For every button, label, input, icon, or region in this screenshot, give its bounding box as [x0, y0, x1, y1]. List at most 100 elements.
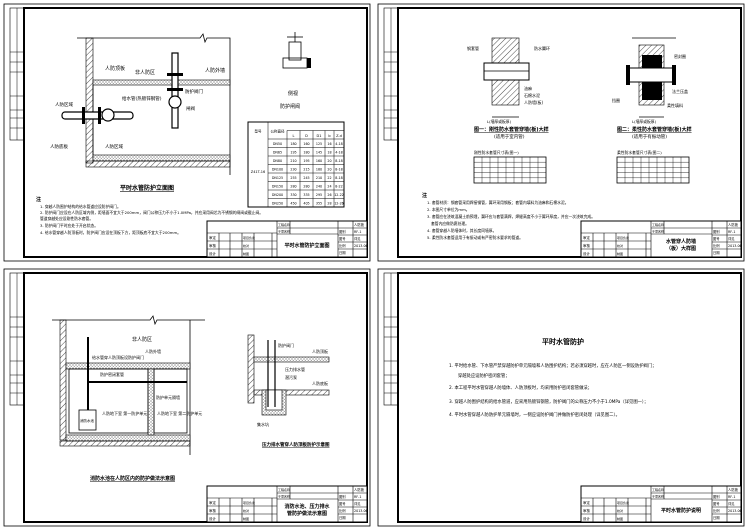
unit-partition-wall — [147, 368, 155, 436]
wall-outline — [77, 33, 231, 175]
title-block-value: 人防施 — [728, 487, 739, 492]
label: 法兰压盖 — [672, 88, 688, 94]
sheet-title: 消防水池、压力排水管防护做法示意图 — [284, 503, 330, 517]
table-cell: 215 — [303, 168, 309, 172]
sheet-sleeve-details: 钢套管 防水翼环 油麻 石棉水泥 人防墙(板) L(墙厚或板厚) 图一：刚性防水… — [377, 3, 745, 262]
table-border — [616, 156, 690, 184]
table-header: 公称直径 — [271, 129, 285, 134]
label-pipe-note: 给水管(热镀锌钢管) — [122, 95, 162, 102]
notes: 注 1. 套管材质：钢套管采用焊接钢管，翼环采用钢板；套管内填料为油麻和石棉水泥… — [422, 192, 595, 240]
title-block-value: 详见 — [354, 501, 361, 506]
table-header: D1 — [317, 134, 322, 138]
note-line: 2. 本图尺寸单位为mm。 — [427, 207, 470, 212]
title-block-label: 制图 — [617, 251, 623, 256]
drawing1-title: 消防水池在人防区内的防护做法示意图 — [90, 475, 175, 482]
sleeve — [628, 67, 675, 83]
title-block-label: 子项名称 — [652, 494, 664, 499]
title-block-value: RF-1 — [728, 230, 735, 234]
label-non-civil: 非人防区 — [132, 336, 152, 343]
table-cell: 16 — [327, 142, 331, 146]
title-block-label: 比例 — [713, 243, 720, 248]
flexible-sleeve-table — [616, 156, 690, 184]
drawing2-title: 压力排水管穿人防顶板防护示意图 — [262, 441, 330, 448]
label: 密封圈 — [674, 53, 686, 59]
table-cell: 335 — [303, 193, 309, 197]
table-cell: 8-18 — [335, 168, 342, 172]
table-cell: 255 — [290, 176, 296, 180]
title-block-label: 图别 — [713, 229, 720, 234]
sheet-title: 平时水管防护立面图 — [284, 242, 329, 249]
outer-border — [3, 3, 371, 262]
label: 油麻 — [524, 85, 532, 91]
label: 钢套管 — [467, 45, 479, 51]
table-cell: 12-22 — [334, 193, 344, 197]
title-block-value: 2013.06 — [728, 509, 742, 513]
table-cell: 4-18 — [335, 151, 342, 155]
label: 人防墙(板) — [524, 99, 544, 105]
title-block-label: 设计 — [209, 516, 216, 521]
title-block-label: 审定 — [209, 235, 216, 240]
dim-label: L(墙厚或板厚) — [487, 119, 512, 124]
title-block: 审定审核设计项目负责校对制图工程名称子项名称图别图号比例日期人防施RF-1详见2… — [580, 485, 742, 523]
title-block-border — [206, 220, 368, 258]
notes-heading: 注 — [422, 192, 427, 199]
label-plate: 人防顶板 — [105, 65, 125, 72]
earth-hatch — [59, 319, 67, 441]
title-block-label: 图别 — [713, 494, 720, 499]
label: 压力排水管 — [285, 366, 305, 372]
label-valve2: 闸阀 — [186, 105, 195, 112]
label: 柔性填料 — [667, 102, 683, 108]
title-block-border — [580, 220, 742, 258]
label: 石棉水泥 — [524, 92, 540, 98]
note-line: 2. 本工程平时水管穿越人防墙体、人防顶板时，均采用防护密闭套管做法； — [449, 384, 592, 391]
label: 潜污泵 — [285, 374, 297, 380]
title-block-label: 项目负责 — [617, 500, 629, 505]
title-block-label: 制图 — [617, 516, 623, 521]
notes: 注 1. 穿越人防围护结构的给水管道应设防护阀门。 2. 防护阀门应设在人防区域… — [36, 196, 263, 235]
title-block-label: 制图 — [243, 516, 249, 521]
table-cell: 195 — [290, 151, 296, 155]
note-line: 4. 平时水管穿越人防防护单元隔墙时，一侧应设防护阀门并做防护密闭处理（详见图二… — [449, 411, 620, 418]
outer-border — [377, 3, 745, 262]
title-block-label: 工程名称 — [278, 222, 290, 227]
label-non-civil: 非人防区 — [135, 69, 155, 76]
table-cell: 280 — [290, 185, 296, 189]
label-room1: 人防地下室 第一防护单元 — [102, 410, 147, 416]
title-block-label: 图别 — [339, 229, 346, 234]
title-block-border — [206, 485, 368, 523]
table-header: b — [328, 134, 331, 138]
detail1-title: 图一：刚性防水套管穿墙(板)大样 — [474, 126, 549, 133]
title-block-label: 比例 — [713, 508, 720, 513]
label: 防水翼环 — [534, 45, 550, 51]
earth-hatch — [85, 160, 231, 168]
table-cell: 125 — [316, 142, 322, 146]
outer-border — [377, 268, 745, 527]
title-block-label: 项目负责 — [243, 500, 255, 505]
table-border — [473, 156, 547, 184]
table-cell: 180 — [303, 151, 309, 155]
note-line: 2. 防护阀门应设在人防区域内侧，距墙面不宜大于200mm，阀门公称压力不小于1… — [40, 210, 263, 215]
label: 人防底板 — [312, 380, 328, 386]
earth-hatch — [59, 440, 191, 447]
table-cell: 210 — [290, 159, 296, 163]
title-block-label: 子项名称 — [278, 229, 290, 234]
horizontal-pipe — [61, 111, 134, 120]
table-cell: 405 — [303, 202, 309, 206]
note-line: 5. 柔性防水套管适用于有振动或有严密防水要求的管道。 — [427, 235, 523, 240]
table-header: D — [305, 134, 308, 138]
table-cell: DN65 — [273, 151, 282, 155]
title-block-label: 日期 — [713, 515, 720, 520]
flange — [167, 88, 183, 91]
title-block-label: 日期 — [713, 250, 720, 255]
label-civil-area-2: 人防区域 — [105, 143, 123, 150]
title-block-label: 图号 — [339, 236, 346, 241]
title-block-label: 校对 — [243, 508, 249, 513]
title-block-label: 项目负责 — [617, 235, 629, 240]
title-block-label: 工程名称 — [652, 487, 664, 492]
title-block: 审定审核设计项目负责校对制图工程名称子项名称图别图号比例日期人防施RF-1详见2… — [580, 220, 742, 258]
valve-bonnet — [288, 41, 302, 61]
note-line: 1. 套管材质：钢套管采用焊接钢管，翼环采用钢板；套管内填料为油麻和石棉水泥。 — [427, 200, 569, 205]
label: 挡圈 — [612, 97, 620, 103]
table-cell: 180 — [316, 168, 322, 172]
title-block-value: 2013.06 — [354, 509, 368, 513]
